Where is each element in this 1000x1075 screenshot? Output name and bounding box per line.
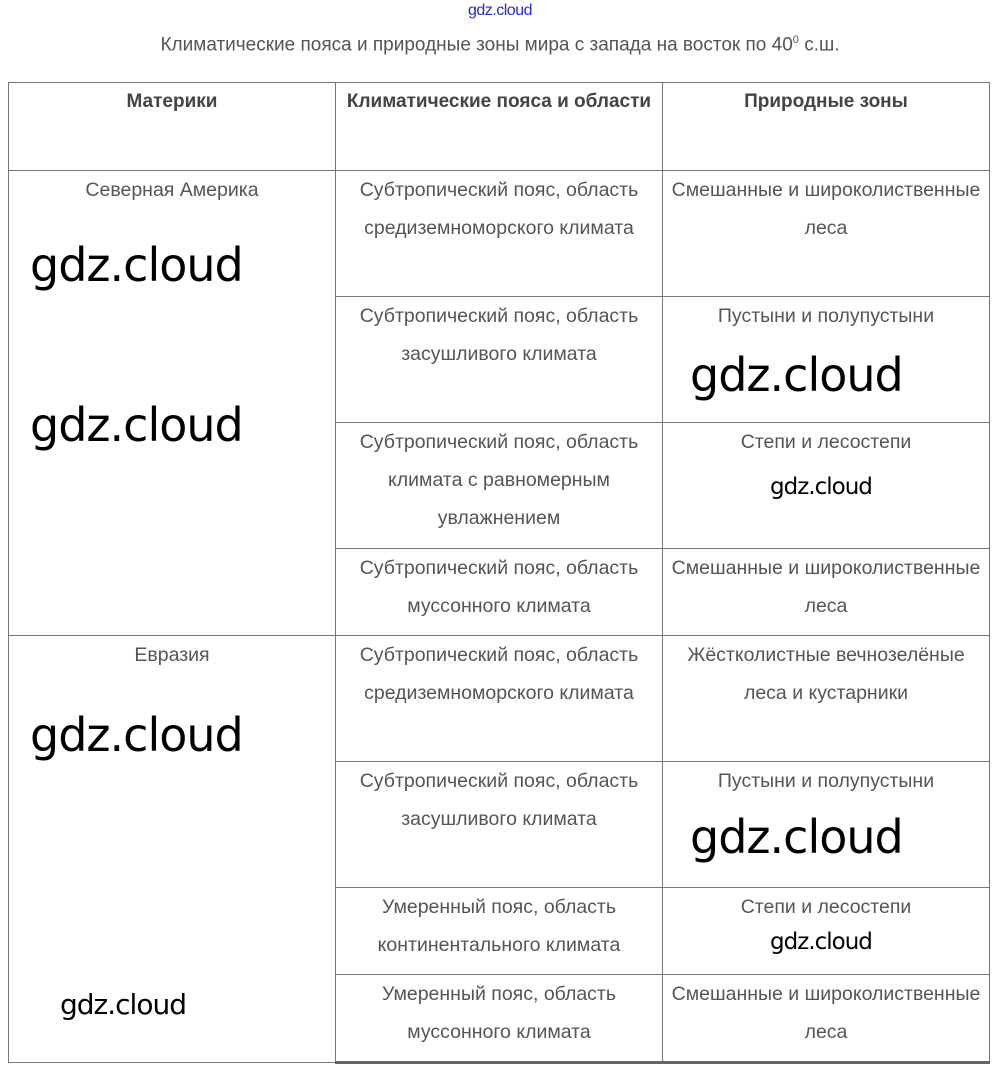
header-continents: Материки — [8, 82, 336, 171]
climate-cell: Субтропический пояс, область засушливого… — [335, 761, 663, 888]
zone-cell: Пустыни и полупустыни — [662, 761, 990, 888]
climate-table: Материки Климатические пояса и области П… — [8, 82, 990, 1064]
site-link[interactable]: gdz.cloud — [468, 2, 533, 19]
watermark: gdz.cloud — [690, 348, 904, 402]
climate-cell: Субтропический пояс, область средиземном… — [335, 635, 663, 762]
continent-cell: Евразия — [8, 635, 336, 1063]
zone-cell: Жёстколистные вечнозелёные леса и кустар… — [662, 635, 990, 762]
title-degree: 0 — [792, 34, 799, 46]
zone-cell: Смешанные и широколиственные леса — [662, 974, 990, 1064]
title-suffix: с.ш. — [798, 34, 840, 56]
header-zones: Природные зоны — [662, 82, 990, 171]
zone-cell: Смешанные и широколиственные леса — [662, 548, 990, 636]
continent-cell: Северная Америка — [8, 170, 336, 636]
zone-cell: Смешанные и широколиственные леса — [662, 170, 990, 297]
watermark: gdz.cloud — [30, 238, 244, 292]
watermark: gdz.cloud — [60, 988, 187, 1021]
watermark: gdz.cloud — [690, 810, 904, 864]
watermark: gdz.cloud — [30, 398, 244, 452]
table-row: Евразия Субтропический пояс, область сре… — [8, 635, 990, 1063]
watermark: gdz.cloud — [770, 929, 873, 955]
header-climate: Климатические пояса и области — [335, 82, 663, 171]
zone-cell: Степи и лесостепи — [662, 422, 990, 549]
header-row: Материки Климатические пояса и области П… — [8, 82, 990, 171]
table-row: Субтропический пояс, область засушливого… — [9, 296, 990, 423]
table-row: Субтропический пояс, область засушливого… — [9, 761, 990, 888]
climate-cell: Умеренный пояс, область континентального… — [335, 887, 663, 975]
watermark: gdz.cloud — [30, 708, 244, 762]
table-row: Субтропический пояс, область климата с р… — [9, 422, 990, 549]
climate-cell: Субтропический пояс, область средиземном… — [335, 170, 663, 297]
watermark: gdz.cloud — [770, 474, 873, 500]
climate-cell: Субтропический пояс, область засушливого… — [335, 296, 663, 423]
table-row: Субтропический пояс, область муссонного … — [9, 548, 990, 636]
table-row: Умеренный пояс, область муссонного клима… — [9, 974, 990, 1064]
title-text: Климатические пояса и природные зоны мир… — [160, 34, 793, 56]
page-title: Климатические пояса и природные зоны мир… — [0, 34, 1000, 56]
table-row: Умеренный пояс, область континентального… — [9, 887, 990, 975]
climate-cell: Умеренный пояс, область муссонного клима… — [335, 974, 663, 1064]
climate-cell: Субтропический пояс, область муссонного … — [335, 548, 663, 636]
climate-cell: Субтропический пояс, область климата с р… — [335, 422, 663, 549]
table-row: Северная Америка Субтропический пояс, об… — [8, 170, 990, 636]
